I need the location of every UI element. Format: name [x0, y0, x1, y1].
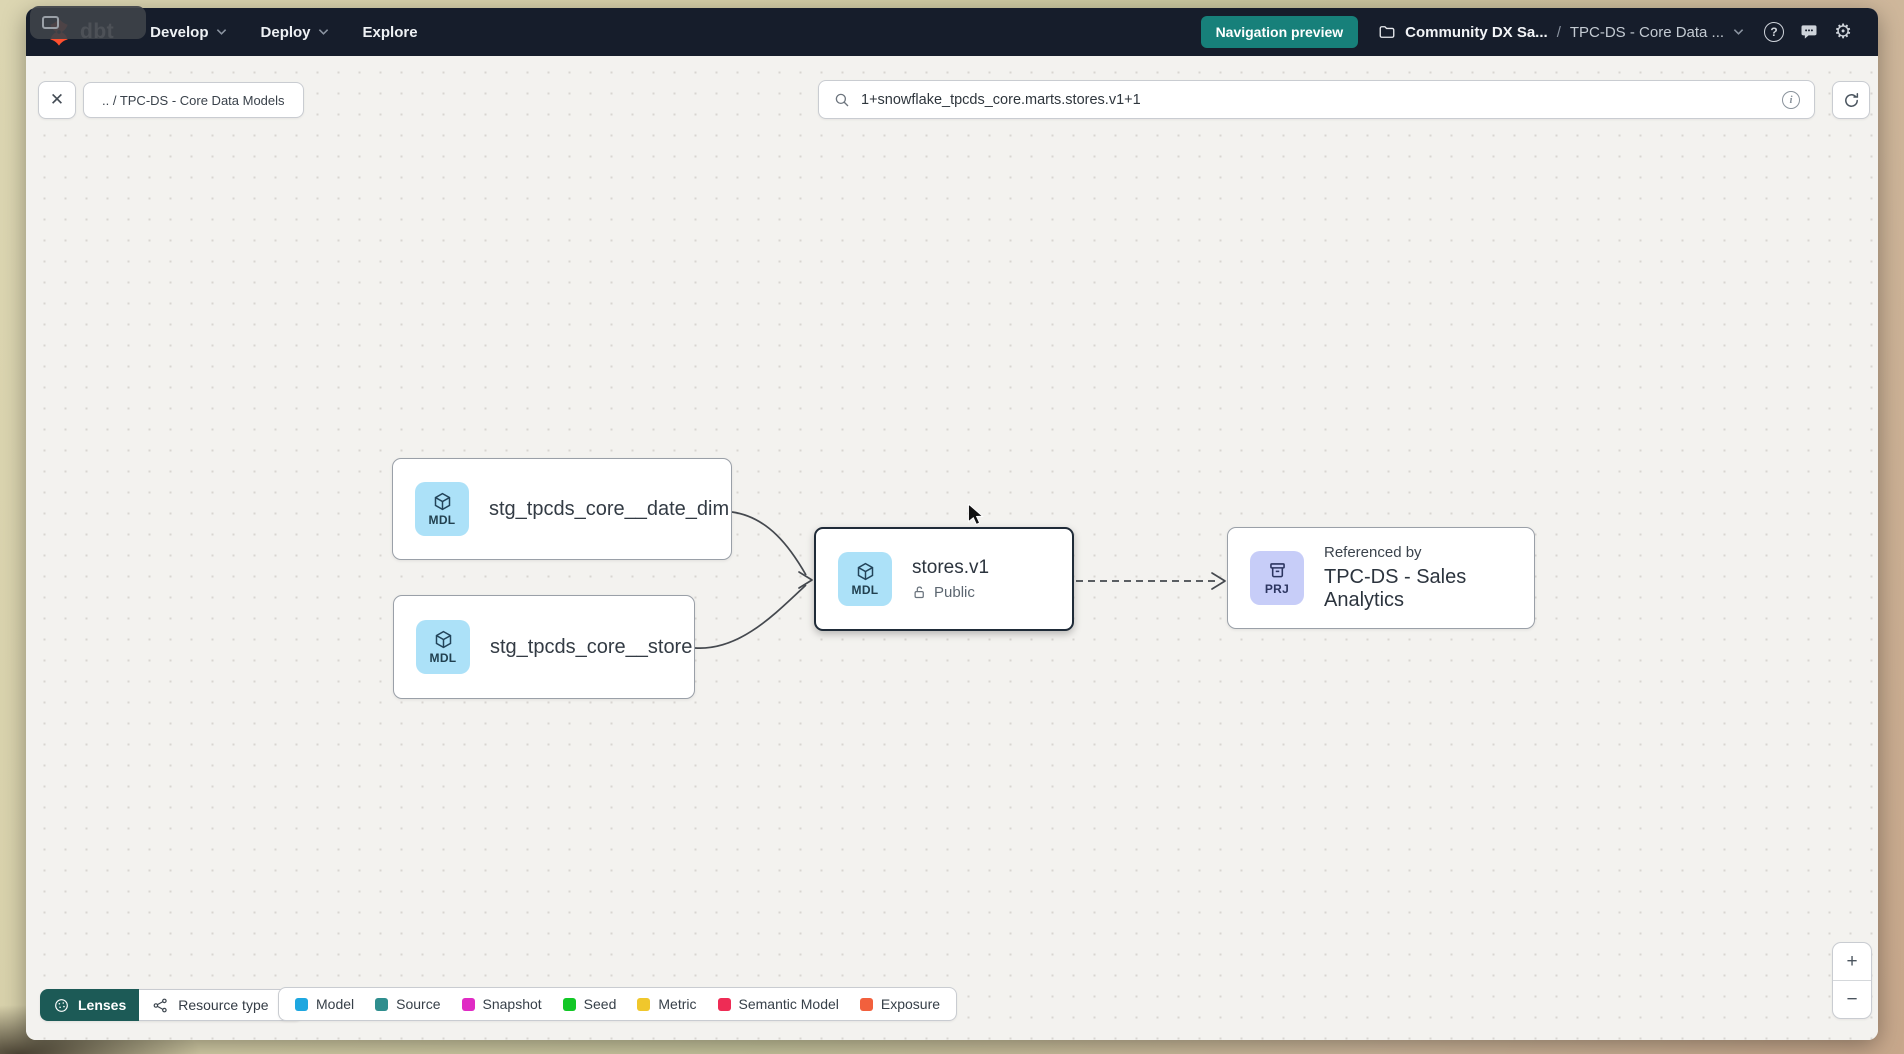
legend-item-model: Model [295, 996, 354, 1012]
model-badge: MDL [838, 552, 892, 606]
breadcrumb-separator: / [1556, 23, 1561, 41]
project-icon [1269, 563, 1285, 578]
node-stg-tpcds-core-store[interactable]: MDL stg_tpcds_core__store [393, 595, 695, 699]
legend-item-snapshot: Snapshot [461, 996, 542, 1012]
badge-label: MDL [429, 651, 457, 665]
lenses-control-group: Lenses Resource type [40, 989, 303, 1021]
legend-swatch [461, 997, 475, 1011]
info-icon[interactable]: i [1782, 90, 1800, 109]
badge-label: PRJ [1264, 582, 1290, 596]
model-badge: MDL [416, 620, 470, 674]
menu-explore[interactable]: Explore [363, 24, 418, 41]
model-icon [857, 562, 873, 581]
model-badge: MDL [415, 482, 469, 536]
zoom-out-button[interactable]: − [1846, 988, 1858, 1010]
lenses-button[interactable]: Lenses [40, 989, 140, 1021]
legend-swatch [859, 997, 873, 1011]
node-referenced-project[interactable]: PRJ Referenced by TPC-DS - Sales Analyti… [1227, 527, 1535, 629]
help-icon[interactable]: ? [1764, 22, 1785, 42]
zoom-controls: + − [1832, 942, 1872, 1019]
chevron-down-icon [318, 29, 328, 35]
node-title: stores.v1 [912, 557, 990, 578]
refresh-icon [1844, 92, 1858, 107]
legend-label: Model [316, 996, 355, 1012]
resource-type-label: Resource type [178, 997, 269, 1013]
breadcrumb-account[interactable]: Community DX Sa... [1405, 23, 1548, 41]
legend-swatch [562, 997, 576, 1011]
search-icon [835, 93, 849, 106]
project-badge: PRJ [1250, 551, 1304, 605]
feedback-icon[interactable] [1799, 22, 1819, 42]
node-stg-tpcds-core-date-dim[interactable]: MDL stg_tpcds_core__date_dim [392, 458, 732, 560]
legend-item-exposure: Exposure [859, 996, 941, 1012]
model-icon [435, 630, 451, 649]
node-label: stg_tpcds_core__store [490, 635, 693, 658]
legend-swatch [637, 997, 651, 1011]
legend-swatch [295, 997, 308, 1011]
node-text: Referenced by TPC-DS - Sales Analytics [1324, 544, 1512, 612]
gear-icon[interactable]: ⚙ [1834, 21, 1852, 43]
chevron-down-icon [216, 29, 226, 35]
lenses-label: Lenses [78, 997, 127, 1013]
model-icon [434, 492, 450, 511]
legend-label: Semantic Model [738, 996, 839, 1012]
access-label: Public [934, 584, 975, 601]
refresh-button[interactable] [1832, 81, 1870, 119]
menu-explore-label: Explore [362, 23, 418, 41]
resource-type-legend: Model Source Snapshot Seed Metric [278, 987, 958, 1021]
legend-item-seed: Seed [562, 996, 617, 1012]
breadcrumb: Community DX Sa... / TPC-DS - Core Data … [1378, 23, 1744, 41]
badge-label: MDL [851, 583, 879, 597]
resource-type-icon [153, 998, 167, 1012]
navbar-icons: ? ⚙ [1764, 22, 1852, 42]
legend-label: Metric [658, 996, 697, 1012]
main-menu: Develop Deploy Explore [150, 24, 417, 41]
lineage-canvas[interactable]: ✕ .. / TPC-DS - Core Data Models i [26, 56, 1878, 1040]
navigation-preview-badge[interactable]: Navigation preview [1200, 16, 1359, 48]
top-navbar: dbt Develop Deploy Explore Navigation pr… [26, 8, 1878, 56]
screen-icon [42, 16, 59, 29]
node-kicker: Referenced by [1324, 544, 1422, 561]
node-label: stg_tpcds_core__date_dim [489, 497, 730, 520]
search-input[interactable] [861, 91, 1772, 108]
chevron-down-icon[interactable] [1733, 28, 1744, 36]
close-button[interactable]: ✕ [38, 81, 76, 119]
menu-develop[interactable]: Develop [150, 24, 226, 41]
lineage-edges [694, 511, 1226, 649]
legend-label: Source [396, 996, 441, 1012]
legend-item-source: Source [375, 996, 441, 1012]
access-row: Public [912, 584, 989, 601]
legend-swatch [717, 997, 731, 1011]
search-bar: i [818, 80, 1815, 119]
node-text: stores.v1 Public [912, 557, 989, 601]
legend-swatch [375, 997, 389, 1011]
legend-label: Exposure [880, 996, 941, 1012]
folder-icon [1379, 26, 1395, 38]
legend-label: Snapshot [482, 996, 542, 1012]
legend-label: Seed [583, 996, 617, 1012]
lock-open-icon [914, 586, 924, 599]
navbar-right: Navigation preview Community DX Sa... / … [1200, 16, 1852, 48]
legend-item-semantic-model: Semantic Model [717, 996, 839, 1012]
screen-share-pill [30, 6, 146, 39]
zoom-in-button[interactable]: + [1833, 943, 1871, 981]
legend-item-metric: Metric [637, 996, 697, 1012]
node-stores-v1-selected[interactable]: MDL stores.v1 Public [814, 527, 1074, 631]
breadcrumb-chip[interactable]: .. / TPC-DS - Core Data Models [83, 82, 304, 118]
menu-deploy[interactable]: Deploy [261, 24, 329, 41]
menu-deploy-label: Deploy [260, 23, 311, 41]
badge-label: MDL [428, 513, 456, 527]
node-title: TPC-DS - Sales Analytics [1324, 566, 1467, 611]
app-window: dbt Develop Deploy Explore Navigation pr… [26, 8, 1878, 1040]
lenses-icon [55, 998, 68, 1012]
menu-develop-label: Develop [150, 23, 209, 41]
breadcrumb-project[interactable]: TPC-DS - Core Data ... [1569, 23, 1725, 41]
